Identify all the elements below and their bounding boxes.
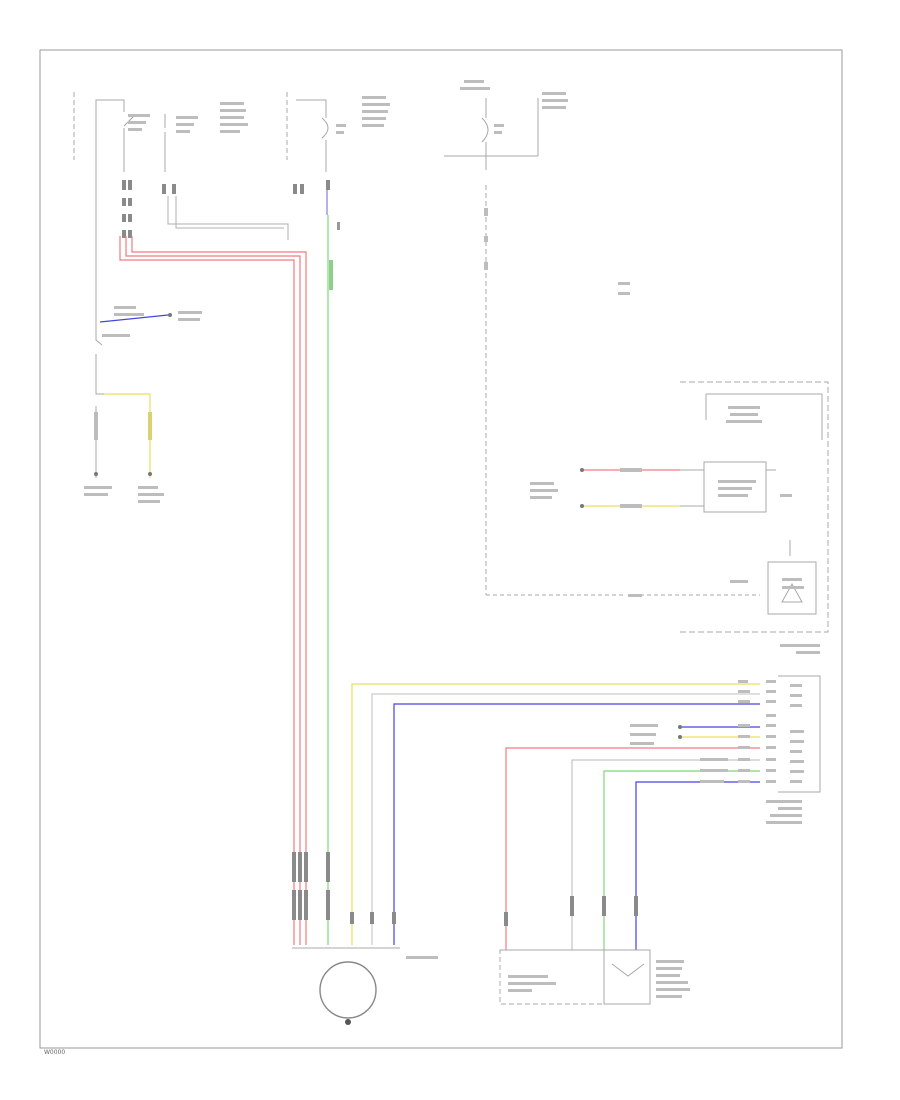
gray-wires-top bbox=[167, 196, 289, 240]
left-junction bbox=[95, 108, 151, 478]
left-junction-labels bbox=[84, 306, 202, 503]
generator-connectors bbox=[292, 852, 396, 924]
green-wire-sensor bbox=[603, 770, 760, 950]
dcdc-labels bbox=[530, 406, 820, 654]
diagram-id-label: W0000 bbox=[44, 1049, 65, 1056]
top-connectors bbox=[122, 180, 330, 238]
fuse-box-labels bbox=[128, 96, 390, 134]
dcdc-module-box bbox=[680, 381, 829, 633]
blue-wire-sensor bbox=[635, 781, 760, 950]
diagram-frame bbox=[39, 49, 843, 1049]
gray-wire-ecm bbox=[371, 693, 760, 945]
blue-wire-relay bbox=[99, 314, 169, 323]
blue-wire-ecm bbox=[393, 703, 760, 945]
red-wire-sensor bbox=[505, 747, 760, 950]
red-wire-harness bbox=[119, 236, 307, 945]
main-fuse-labels bbox=[460, 80, 630, 295]
yellow-wire-ecm bbox=[351, 683, 760, 945]
main-fuse bbox=[444, 98, 760, 596]
yellow-wire-left bbox=[104, 393, 151, 478]
gray-wire-sensor bbox=[571, 759, 760, 950]
ecm-box bbox=[778, 675, 821, 793]
fuse-relay-box bbox=[73, 92, 329, 172]
battery-sensor bbox=[499, 896, 690, 1005]
ecm-pin-labels bbox=[630, 680, 804, 824]
generator bbox=[292, 947, 438, 1025]
